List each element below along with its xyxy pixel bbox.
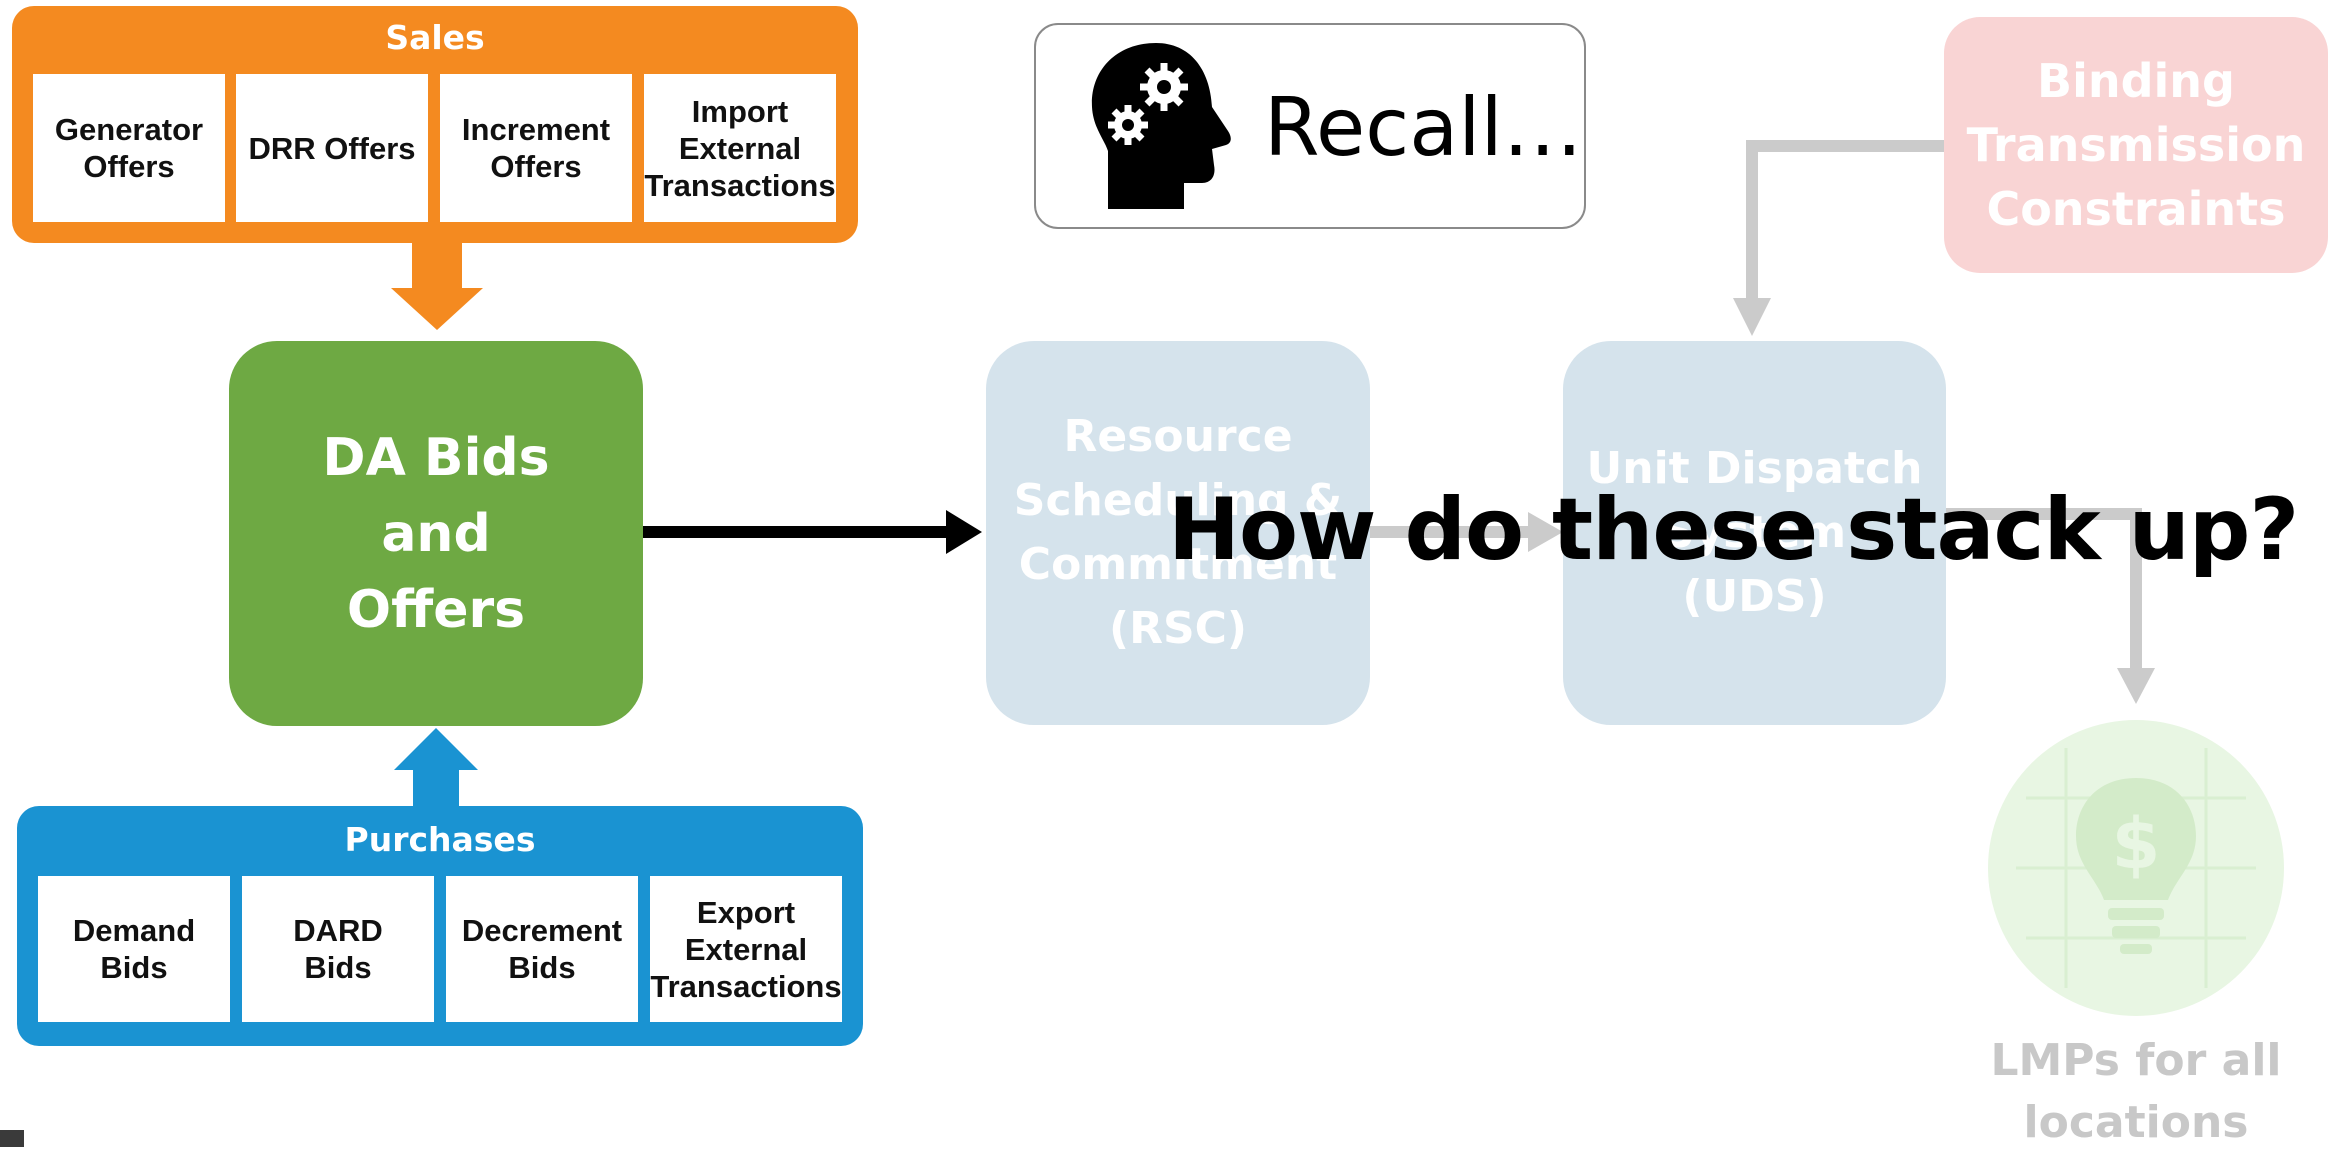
- purchases-item-demand-bids: Demand Bids: [38, 876, 230, 1022]
- head-gears-icon: [1091, 43, 1231, 209]
- da-bids-offers-box: DA Bids and Offers: [229, 341, 643, 726]
- purchases-item-dard-bids: DARD Bids: [242, 876, 434, 1022]
- uds-to-lmp-arrow: [1946, 508, 2142, 670]
- lmp-label: LMPs for all locations: [1990, 1035, 2282, 1148]
- purchases-item-export-external-transactions: Export External Transactions: [650, 876, 842, 1022]
- overlay-question: How do these stack up?: [1168, 480, 2299, 580]
- purchases-to-da-arrow: [413, 768, 459, 810]
- uds-to-lmp-arrowhead: [2117, 668, 2155, 704]
- purchases-group: Purchases Demand Bids DARD Bids Decremen…: [17, 806, 863, 1046]
- purchases-title: Purchases: [344, 820, 536, 859]
- sales-item-drr-offers: DRR Offers: [236, 74, 428, 222]
- sales-item-import-external-transactions: Import External Transactions: [644, 74, 836, 222]
- corner-mark: [0, 1130, 24, 1147]
- svg-text:$: $: [2112, 803, 2161, 885]
- da-to-rsc-arrowhead: [946, 510, 982, 554]
- sales-to-da-arrow: [412, 242, 462, 290]
- constraints-to-uds-arrow: [1746, 140, 1944, 300]
- rsc-to-uds-arrowhead: [1528, 512, 1563, 552]
- purchases-to-da-arrowhead: [394, 728, 478, 770]
- sales-to-da-arrowhead: [391, 288, 483, 330]
- sales-item-increment-offers: Increment Offers: [440, 74, 632, 222]
- binding-constraints-box: Binding Transmission Constraints: [1944, 17, 2328, 273]
- sales-group: Sales Generator Offers DRR Offers Increm…: [12, 6, 858, 243]
- recall-label: Recall…: [1264, 81, 1583, 174]
- sales-title: Sales: [385, 18, 485, 57]
- lightbulb-dollar-icon: $: [1988, 720, 2284, 1016]
- uds-box: Unit Dispatch System (UDS): [1563, 341, 1946, 725]
- constraints-to-uds-arrowhead: [1733, 298, 1771, 336]
- recall-box: Recall…: [1034, 23, 1586, 229]
- purchases-item-decrement-bids: Decrement Bids: [446, 876, 638, 1022]
- sales-item-generator-offers: Generator Offers: [33, 74, 225, 222]
- rsc-box: Resource Scheduling & Commitment (RSC): [986, 341, 1370, 725]
